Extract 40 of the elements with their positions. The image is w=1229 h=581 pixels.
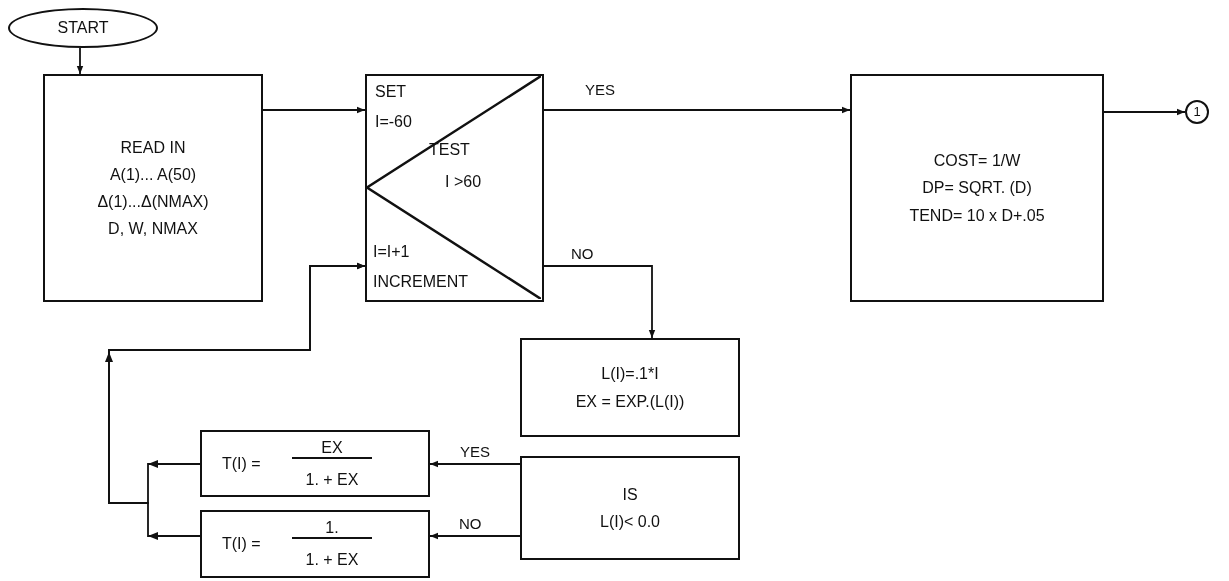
- connector-circle: [1185, 100, 1209, 124]
- fraction-denominator: 1. + EX: [304, 550, 360, 570]
- statement-text: READ IN: [120, 137, 186, 157]
- process-box: [520, 456, 740, 560]
- statement-text: A(1)... A(50): [109, 164, 197, 184]
- loop-step-text: I=-60: [375, 112, 413, 132]
- process-box: [43, 74, 263, 302]
- fraction-numerator: 1.: [292, 518, 372, 540]
- statement-text: IS: [622, 484, 638, 504]
- statement-text: D, W, NMAX: [108, 219, 198, 239]
- statement-text: L(I)=.1*I: [601, 364, 659, 384]
- loop-step-text: INCREMENT: [373, 272, 470, 292]
- terminator-ellipse: [8, 8, 158, 48]
- process-box: [850, 74, 1104, 302]
- process-box: [520, 338, 740, 437]
- statement-text: TEND= 10 x D+.05: [909, 205, 1045, 225]
- loop-step-text: I=I+1: [373, 242, 411, 262]
- process-box: [200, 430, 430, 497]
- formula-text: T(I) =: [222, 534, 261, 554]
- loop-step-text: SET: [375, 82, 408, 102]
- statement-text: L(I)< 0.0: [600, 512, 660, 532]
- terminator-label: START: [57, 18, 109, 38]
- statement-text: EX = EXP.(L(I)): [575, 391, 685, 411]
- arrow: [543, 106, 851, 114]
- arrow: [76, 47, 84, 75]
- arrow: [262, 106, 366, 114]
- statement-text: Δ(1)...Δ(NMAX): [97, 192, 209, 212]
- process-box: [200, 510, 430, 578]
- arrow: [429, 532, 521, 540]
- fraction-numerator: EX: [292, 438, 372, 460]
- arrow: [1103, 108, 1186, 116]
- arrow: [543, 265, 656, 339]
- statement-text: DP= SQRT. (D): [922, 178, 1032, 198]
- formula-text: T(I) =: [222, 454, 261, 474]
- connector-label: 1: [1193, 104, 1201, 120]
- loop-step-text: I >60: [445, 172, 483, 192]
- fraction-denominator: 1. + EX: [304, 470, 360, 490]
- statement-text: COST= 1/W: [933, 151, 1021, 171]
- loop-step-text: TEST: [429, 140, 471, 160]
- arrow: [429, 460, 521, 468]
